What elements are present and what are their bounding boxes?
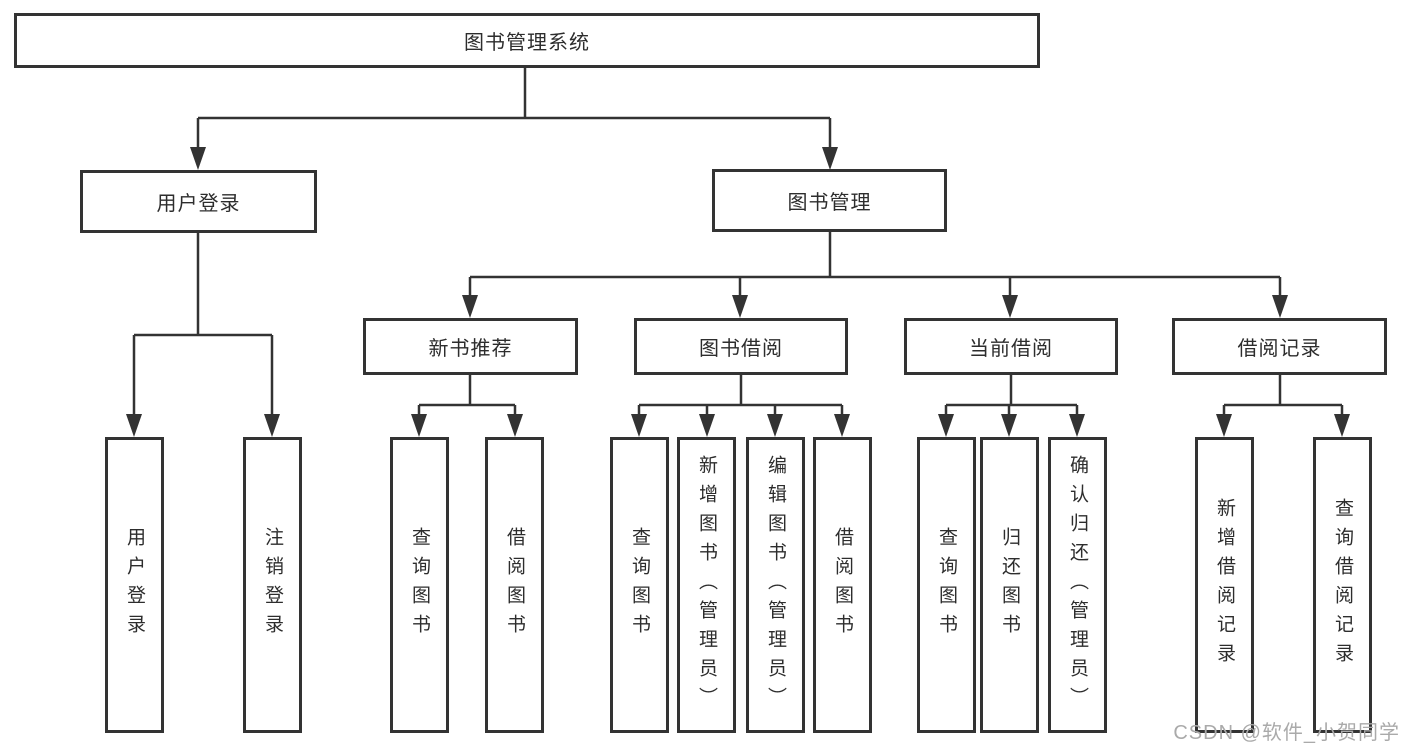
leaf-query-borrow-record: 查询借阅记录 bbox=[1313, 437, 1372, 733]
leaf-logout: 注销登录 bbox=[243, 437, 302, 733]
leaf-add-borrow-record: 新增借阅记录 bbox=[1195, 437, 1254, 733]
node-book-management: 图书管理 bbox=[712, 169, 947, 232]
leaf-label: 查询图书 bbox=[409, 527, 430, 643]
leaf-user-login: 用户登录 bbox=[105, 437, 164, 733]
leaf-label: 查询图书 bbox=[936, 527, 957, 643]
leaf-label: 借阅图书 bbox=[504, 527, 525, 643]
leaf-label: 编辑图书（管理员） bbox=[765, 454, 786, 716]
leaf-query-book-recommend: 查询图书 bbox=[390, 437, 449, 733]
leaf-borrow-book-recommend: 借阅图书 bbox=[485, 437, 544, 733]
leaf-add-book-admin: 新增图书（管理员） bbox=[677, 437, 736, 733]
tree-edges bbox=[132, 68, 1344, 418]
leaf-label: 新增借阅记录 bbox=[1214, 498, 1235, 672]
leaf-query-book-current: 查询图书 bbox=[917, 437, 976, 733]
leaf-label: 新增图书（管理员） bbox=[696, 454, 717, 716]
node-library-system: 图书管理系统 bbox=[14, 13, 1040, 68]
leaf-label: 查询图书 bbox=[629, 527, 650, 643]
leaf-label: 注销登录 bbox=[262, 527, 283, 643]
leaf-return-book: 归还图书 bbox=[980, 437, 1039, 733]
leaf-borrow-book: 借阅图书 bbox=[813, 437, 872, 733]
leaf-label: 查询借阅记录 bbox=[1332, 498, 1353, 672]
node-borrow-record: 借阅记录 bbox=[1172, 318, 1387, 375]
leaf-label: 归还图书 bbox=[999, 527, 1020, 643]
csdn-watermark: CSDN @软件_小贺同学 bbox=[1173, 722, 1400, 744]
node-current-borrow: 当前借阅 bbox=[904, 318, 1118, 375]
leaf-label: 用户登录 bbox=[124, 527, 145, 643]
leaf-query-book-borrow: 查询图书 bbox=[610, 437, 669, 733]
leaf-confirm-return-admin: 确认归还（管理员） bbox=[1048, 437, 1107, 733]
node-book-borrow: 图书借阅 bbox=[634, 318, 848, 375]
leaf-edit-book-admin: 编辑图书（管理员） bbox=[746, 437, 805, 733]
leaf-label: 确认归还（管理员） bbox=[1067, 454, 1088, 716]
node-user-login: 用户登录 bbox=[80, 170, 317, 233]
leaf-label: 借阅图书 bbox=[832, 527, 853, 643]
node-new-book-recommend: 新书推荐 bbox=[363, 318, 578, 375]
